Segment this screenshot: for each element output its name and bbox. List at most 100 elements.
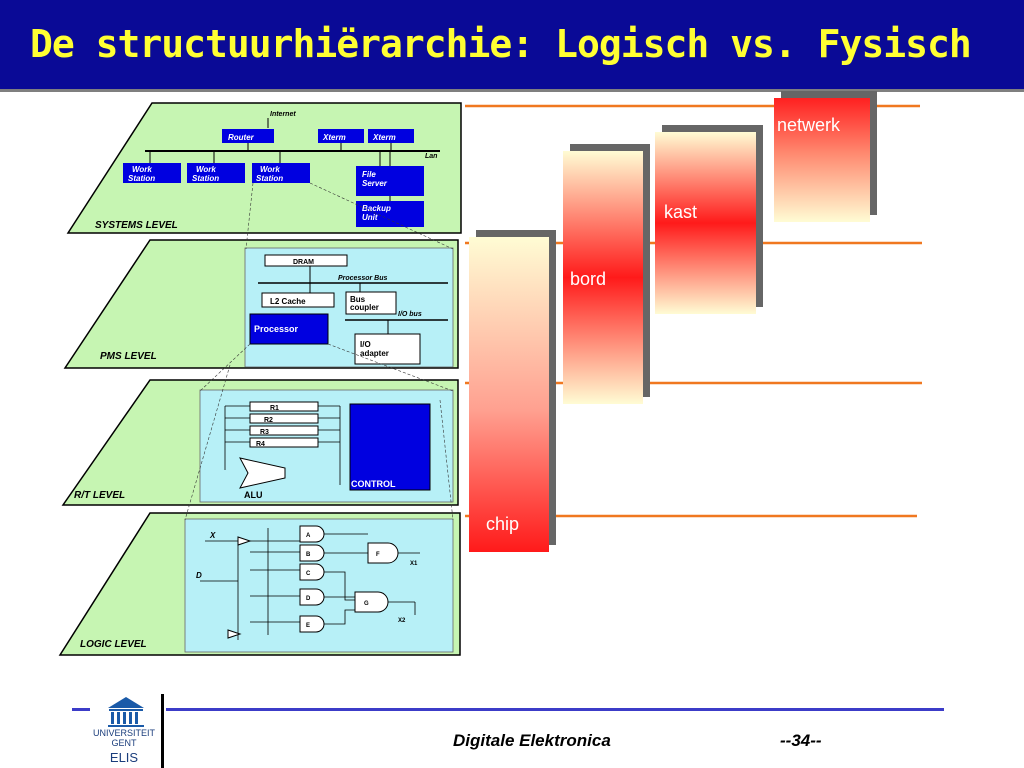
svg-text:Work Station: Work Station [128, 165, 155, 183]
router-label: Router [228, 133, 255, 142]
gate-b-label: B [306, 552, 311, 558]
netwerk-block: netwerk [774, 91, 877, 222]
processor-label: Processor [254, 324, 299, 334]
l2-cache-box [261, 292, 335, 308]
gate-a-label: A [306, 533, 311, 539]
register-r2 [249, 413, 319, 424]
footer-rule-right [166, 708, 944, 711]
processor-box [249, 313, 329, 345]
systems-level-plane: SYSTEMS LEVEL Internet Router Xterm Xter… [66, 102, 462, 234]
register-r3 [249, 425, 319, 436]
bord-label: bord [570, 269, 606, 289]
xterm-1-box [318, 129, 364, 143]
internet-label: Internet [270, 111, 296, 118]
gate-d [299, 588, 325, 606]
kast-label: kast [664, 202, 697, 222]
workstation-3-line1: Work [260, 165, 280, 174]
gate-e [299, 615, 325, 633]
backup-unit-box [356, 201, 424, 227]
register-r1-label: R1 [270, 405, 279, 412]
workstation-1-line1: Work [132, 165, 152, 174]
workstation-2-line2: Station [192, 174, 219, 183]
svg-text:Backup Unit: Backup Unit [362, 204, 393, 222]
gate-a [299, 525, 325, 543]
file-server-line2: Server [362, 179, 388, 188]
register-r3-label: R3 [260, 429, 269, 436]
bus-coupler-box [345, 291, 397, 315]
register-r4-label: R4 [256, 441, 265, 448]
input-d-label: D [196, 571, 202, 580]
io-adapter-line1: I/O [360, 340, 371, 349]
logo-line-2: GENT [111, 738, 137, 748]
rt-level-plane: R/T LEVEL R1 R2 R3 R4 ALU CONTROL [61, 379, 459, 506]
alu-shape [239, 457, 286, 489]
logic-level-label: LOGIC LEVEL [80, 639, 147, 650]
l2-cache-label: L2 Cache [270, 297, 306, 306]
io-bus-label: I/O bus [398, 311, 422, 318]
svg-text:I/O adapter: I/O adapter [360, 340, 389, 358]
systems-level-label: SYSTEMS LEVEL [95, 220, 178, 231]
university-building-icon [108, 697, 144, 727]
control-label: CONTROL [351, 479, 396, 489]
output-x2-label: X2 [398, 618, 406, 624]
io-adapter-box [354, 333, 421, 365]
rt-level-label: R/T LEVEL [74, 490, 125, 501]
gate-e-label: E [306, 623, 310, 629]
gate-c [299, 563, 325, 581]
xterm-1-label: Xterm [322, 133, 346, 142]
workstation-1-line2: Station [128, 174, 155, 183]
logo-line-1: UNIVERSITEIT [92, 728, 155, 738]
projection-lines [184, 182, 454, 521]
xterm-2-label: Xterm [372, 133, 396, 142]
title-bar: De structuurhiërarchie: Logisch vs. Fysi… [0, 0, 1024, 92]
chip-block: chip [469, 230, 556, 552]
output-x1-label: X1 [410, 561, 418, 567]
pms-level-label: PMS LEVEL [100, 351, 157, 362]
register-r2-label: R2 [264, 417, 273, 424]
university-logo: UNIVERSITEIT GENT ELIS [88, 694, 164, 768]
workstation-3-line2: Station [256, 174, 283, 183]
bus-coupler-line2: coupler [350, 303, 379, 312]
gate-g-label: G [364, 601, 369, 607]
register-r1 [249, 401, 319, 412]
file-server-line1: File [362, 170, 376, 179]
input-x-label: X [209, 531, 216, 540]
gate-b [299, 544, 325, 562]
workstation-2-line1: Work [196, 165, 216, 174]
gate-f [367, 542, 399, 564]
svg-text:Bus coupler: Bus coupler [350, 295, 379, 312]
svg-text:Work Station: Work Station [256, 165, 283, 183]
gate-c-label: C [306, 571, 311, 577]
alu-label: ALU [244, 490, 263, 500]
gate-d-label: D [306, 596, 311, 602]
file-server-box [356, 166, 424, 196]
svg-text:Work Station: Work Station [192, 165, 219, 183]
footer-course-title: Digitale Elektronica [453, 731, 611, 750]
processor-bus-label: Processor Bus [338, 275, 388, 282]
netwerk-label: netwerk [777, 115, 841, 135]
dram-label: DRAM [293, 259, 314, 266]
lan-label: Lan [425, 153, 437, 160]
workstation-1-box [123, 163, 181, 183]
footer-rule-left [72, 708, 90, 711]
dram-box [264, 254, 348, 267]
chip-label: chip [486, 514, 519, 534]
router-box [222, 129, 274, 143]
io-adapter-line2: adapter [360, 349, 389, 358]
workstation-2-box [187, 163, 245, 183]
workstation-3-box [252, 163, 310, 183]
svg-text:File Server: File Server [362, 170, 388, 188]
footer-page-number: --34-- [780, 731, 822, 750]
backup-unit-line2: Unit [362, 213, 378, 222]
kast-block: kast [655, 125, 763, 314]
bord-block: bord [563, 144, 650, 404]
logic-level-plane: LOGIC LEVEL X D A B C D E F G X1 X2 [58, 512, 461, 656]
register-r4 [249, 437, 319, 448]
logo-line-3: ELIS [109, 750, 139, 765]
control-box [349, 403, 431, 491]
xterm-2-box [368, 129, 414, 143]
backup-unit-line1: Backup [362, 204, 391, 213]
gate-f-label: F [376, 552, 380, 558]
pms-level-plane: PMS LEVEL DRAM Processor Bus L2 Cache Bu… [63, 239, 459, 369]
